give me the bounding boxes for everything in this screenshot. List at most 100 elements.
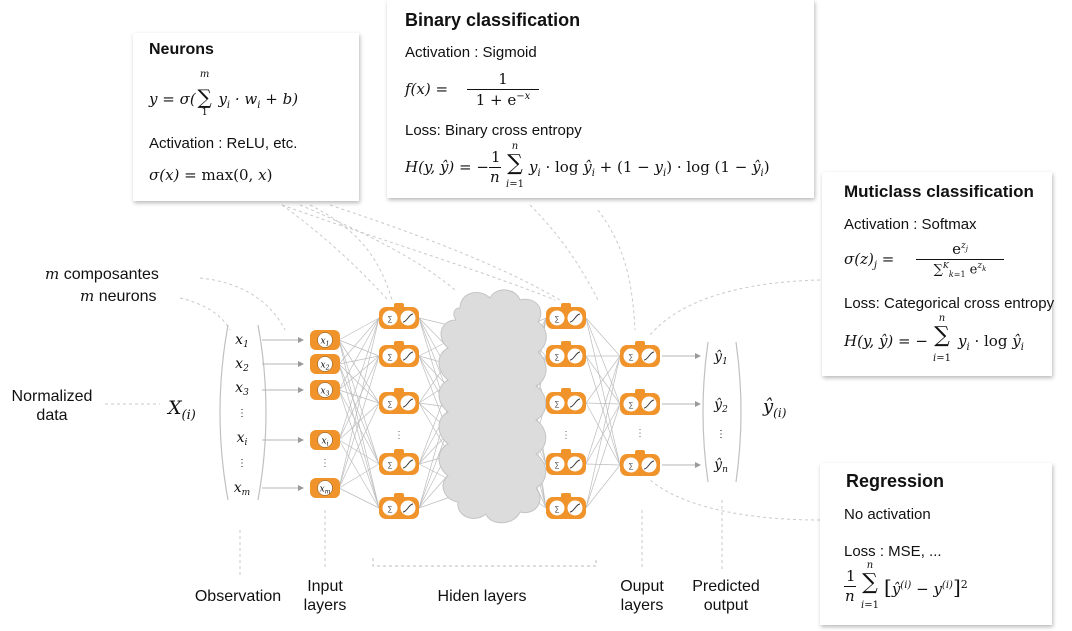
hidden-neuron-layer1: ∑ [379, 449, 419, 475]
normalized-line2: data [36, 407, 68, 424]
svg-text:xi: xi [322, 437, 329, 448]
svg-text:⋮: ⋮ [716, 429, 726, 440]
normalized-line1: Normalized [11, 388, 93, 405]
hidden-neuron-layer2: ∑ [546, 388, 586, 414]
svg-text:∑: ∑ [555, 506, 560, 513]
m-neurons-text: neurons [98, 288, 157, 305]
svg-text:⋮: ⋮ [237, 458, 247, 469]
svg-text:x1: x1 [235, 332, 249, 350]
predicted-line1: Predicted [692, 578, 760, 595]
hidden-neuron-layer1: ∑ [379, 388, 419, 414]
predicted-output-label: Predicted output [684, 577, 768, 615]
neuron-ellipsis: ⋮ [394, 430, 404, 441]
output-arrows [662, 353, 701, 468]
categorical-cross-entropy-formula: H(y, ŷ) = − n ∑ i=1 yi · log ŷi [844, 313, 1024, 364]
svg-text:∑: ∑ [388, 316, 393, 323]
svg-text:ŷn: ŷn [713, 456, 728, 475]
m-neurons-label: m neurons [80, 287, 157, 305]
input-line1: Input [307, 578, 343, 595]
output-neuron: ∑ [620, 341, 660, 367]
hidden-layers-label: Hiden layers [437, 588, 527, 605]
input-line2: layers [303, 597, 347, 614]
output-neuron: ∑ [620, 450, 660, 476]
neuron-ellipsis: ⋮ [561, 430, 571, 441]
input-symbol: X(i) [166, 397, 196, 423]
svg-text:x3: x3 [235, 380, 249, 398]
svg-text:⋮: ⋮ [237, 408, 247, 419]
input-vector [219, 324, 267, 501]
input-layers-label: Input layers [290, 577, 360, 615]
svg-text:∑: ∑ [555, 462, 560, 469]
hidden-neuron-layer2: ∑ [546, 341, 586, 367]
hidden-neuron-layer2: ∑ [546, 493, 586, 519]
hidden-neuron-layer2: ∑ [546, 303, 586, 329]
binary-loss: Loss: Binary cross entropy [405, 122, 582, 139]
regression-activation: No activation [844, 506, 931, 523]
input-neuron: xi [310, 430, 340, 450]
svg-text:∑: ∑ [629, 354, 634, 361]
svg-text:∑: ∑ [629, 463, 634, 470]
normalized-data-label: Normalized data [4, 387, 100, 425]
observation-label: Observation [194, 588, 282, 605]
input-neuron: x3 [310, 380, 340, 400]
m-composantes-text: composantes [63, 266, 159, 283]
hidden-to-output-connections [585, 317, 621, 509]
neuron-formula: y = σ(m∑1 yi · wi + b) [149, 69, 299, 118]
svg-text:∑: ∑ [555, 354, 560, 361]
input-neuron: x1 [310, 330, 340, 350]
predicted-line2: output [703, 597, 749, 614]
input-neuron: x2 [310, 354, 340, 374]
hidden-neuron-layer1: ∑ [379, 303, 419, 329]
svg-text:x2: x2 [321, 361, 330, 372]
hidden-layers-bracket [372, 558, 597, 567]
svg-text:∑: ∑ [388, 462, 393, 469]
output-layers-label: Ouput layers [607, 577, 677, 615]
output-line1: Ouput [620, 578, 664, 595]
neurons-box: Neurons y = σ(m∑1 yi · wi + b) Activatio… [133, 33, 359, 201]
output-vector [702, 341, 742, 483]
svg-text:x2: x2 [235, 356, 249, 374]
svg-text:xm: xm [234, 480, 250, 498]
svg-text:ŷ1: ŷ1 [713, 348, 728, 367]
svg-text:x1: x1 [321, 337, 330, 348]
regression-title: Regression [846, 471, 945, 491]
binary-classification-box: Binary classification Activation : Sigmo… [387, 0, 814, 198]
input-vector-entries: x1 x2 x3 ⋮ xi ⋮ xm [234, 332, 250, 498]
neuron-ellipsis: ⋮ [635, 428, 645, 439]
svg-text:ŷ2: ŷ2 [713, 396, 728, 415]
output-symbol: ŷ(i) [762, 396, 787, 420]
multiclass-title: Muticlass classification [844, 182, 1034, 201]
svg-text:∑: ∑ [388, 506, 393, 513]
multiclass-classification-box: Muticlass classification Activation : So… [822, 172, 1054, 376]
hidden-neuron-layer1: ∑ [379, 341, 419, 367]
regression-loss: Loss : MSE, ... [844, 543, 942, 560]
svg-text:∑: ∑ [629, 402, 634, 409]
input-ellipsis: ⋮ [320, 458, 330, 469]
multiclass-activation: Activation : Softmax [844, 216, 977, 233]
hidden-neuron-layer2: ∑ [546, 449, 586, 475]
relu-formula: σ(x) = max(0, x) [149, 166, 273, 184]
hidden-layers-cloud [438, 289, 547, 524]
input-arrows [262, 337, 304, 491]
neurons-title: Neurons [149, 41, 214, 58]
input-neuron: xm [310, 478, 340, 498]
svg-text:∑: ∑ [555, 316, 560, 323]
softmax-formula: σ(z)j = ezj ∑Kk=1 ezk [844, 240, 1044, 282]
neuron-layers: x1 x2 x3 xi xm ⋮ ∑ ∑ ∑ ∑ ∑ ∑ ∑ ∑ ∑ ∑ ∑ ∑ ∑ ⋮ ⋮ ⋮ [310, 303, 660, 519]
mse-formula: 1 n n ∑ i=1 [ŷ(i) − y(i)]2 [844, 560, 968, 611]
output-line2: layers [620, 597, 664, 614]
m-composantes-label: m composantes [45, 265, 159, 283]
hidden-neuron-layer1: ∑ [379, 493, 419, 519]
output-neuron: ∑ [620, 389, 660, 415]
svg-text:∑: ∑ [388, 354, 393, 361]
binary-title: Binary classification [405, 10, 581, 30]
svg-text:xi: xi [237, 430, 248, 448]
svg-text:∑: ∑ [555, 401, 560, 408]
svg-text:x3: x3 [321, 387, 330, 398]
regression-box: Regression No activation Loss : MSE, ...… [820, 463, 1052, 625]
neurons-activation: Activation : ReLU, etc. [149, 135, 298, 152]
input-to-hidden-connections [338, 317, 380, 509]
binary-cross-entropy-formula: H(y, ŷ) = − 1 n n ∑ i=1 yi · log ŷi + (1… [405, 141, 770, 190]
binary-activation: Activation : Sigmoid [405, 44, 537, 61]
